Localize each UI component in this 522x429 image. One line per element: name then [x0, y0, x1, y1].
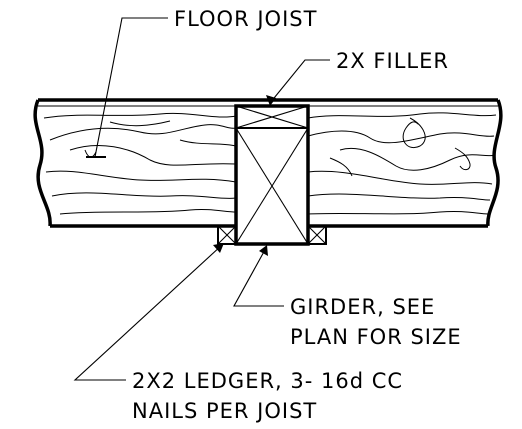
floor-joist — [33, 98, 503, 228]
label-filler: 2X FILLER — [336, 49, 449, 73]
label-girder-line1: GIRDER, SEE — [290, 295, 435, 319]
joist-break-line-left — [33, 99, 52, 227]
ledger-left — [217, 225, 237, 245]
label-floor-joist: FLOOR JOIST — [174, 7, 317, 31]
leader-ledger — [73, 243, 224, 381]
ledger-right — [307, 225, 327, 245]
arrowhead — [259, 245, 268, 256]
wood-grain-left — [43, 112, 237, 215]
leader-floor-joist — [94, 17, 168, 158]
wood-grain-right — [307, 112, 497, 215]
leader-filler — [266, 59, 330, 106]
label-ledger-line1: 2X2 LEDGER, 3- 16d CC — [132, 369, 403, 393]
label-ledger-line2: NAILS PER JOIST — [132, 399, 317, 423]
filler-block — [235, 105, 309, 129]
girder — [234, 104, 310, 246]
joist-break-line-right — [486, 99, 503, 227]
arrowhead — [213, 243, 224, 253]
label-girder-line2: PLAN FOR SIZE — [290, 325, 462, 349]
arrowhead — [266, 95, 276, 106]
leader-girder — [233, 245, 284, 307]
